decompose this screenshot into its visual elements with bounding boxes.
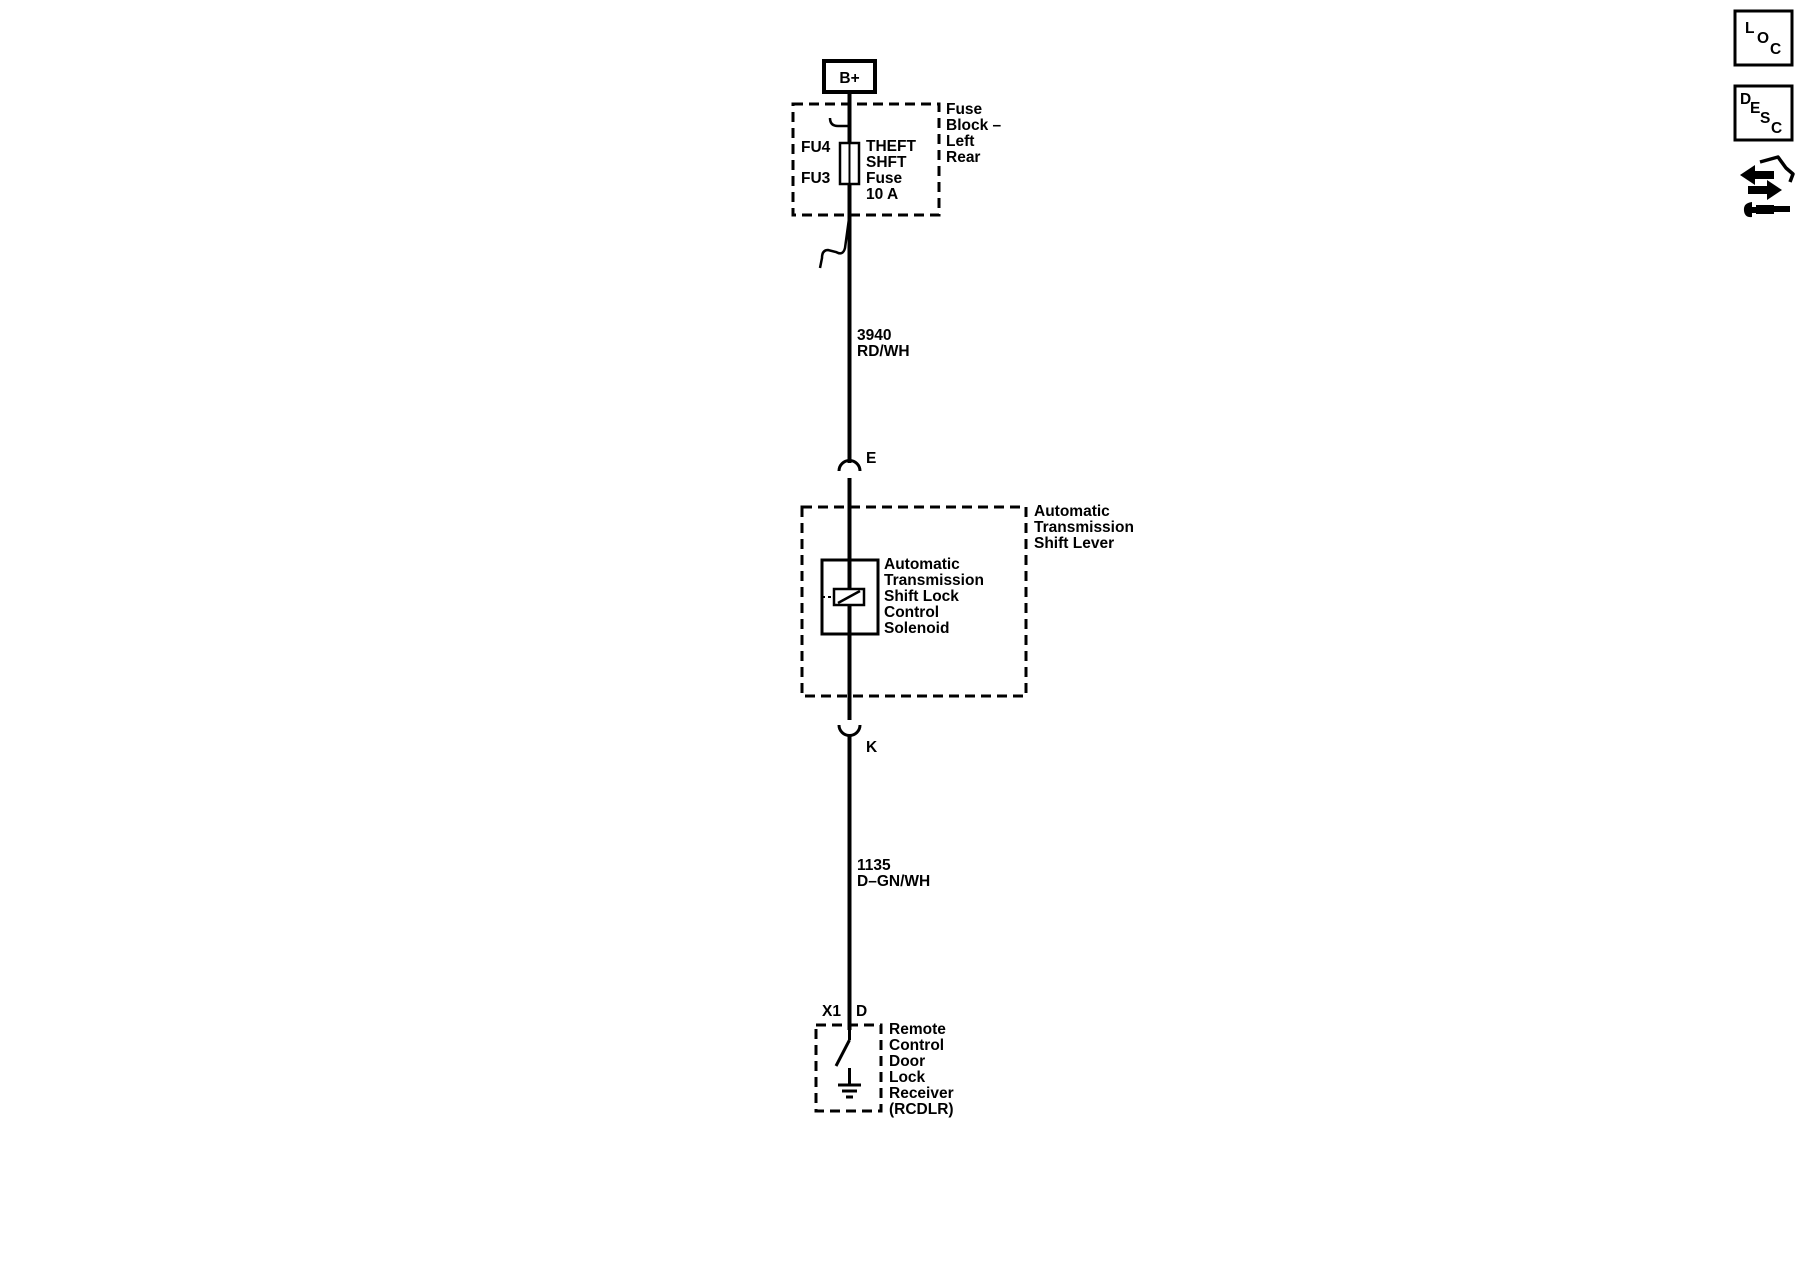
desc-letter-e: E [1750, 100, 1760, 117]
shift-lever-name: Automatic Transmission Shift Lever [1034, 503, 1138, 552]
desc-button[interactable]: D E S C [1733, 84, 1794, 142]
fuse-terminal-in: FU4 [801, 139, 831, 156]
connector-k: K [837, 724, 878, 756]
bus-branch [818, 214, 851, 269]
rcdlr-module: X1 D Remote Control Door Lock Receiver (… [814, 1003, 958, 1118]
connector-e: E [837, 450, 876, 472]
desc-letter-d: D [1740, 91, 1751, 108]
rcdlr-connector: X1 [822, 1003, 841, 1020]
loc-button[interactable]: L O C [1733, 9, 1794, 67]
loc-letter-l: L [1745, 20, 1754, 37]
wire-1-label: 3940 RD/WH [857, 327, 910, 360]
battery-positive-terminal: B+ [822, 59, 877, 94]
desc-letter-c: C [1771, 120, 1782, 137]
fuse-label: THEFT SHFT Fuse 10 A [866, 138, 920, 203]
fuse-terminal-out: FU3 [801, 170, 831, 187]
rcdlr-name: Remote Control Door Lock Receiver (RCDLR… [889, 1021, 958, 1118]
fuse-block: FU4 FU3 THEFT SHFT Fuse 10 A Fuse Block … [791, 101, 1005, 217]
fuse-block-name: Fuse Block – Left Rear [946, 101, 1005, 166]
rcdlr-pin: D [856, 1003, 867, 1020]
shift-lock-solenoid [820, 558, 880, 636]
connector-e-pin: E [866, 450, 876, 467]
ground-icon [838, 1083, 861, 1099]
repair-button[interactable] [1740, 155, 1795, 218]
connector-k-pin: K [866, 739, 878, 756]
arrow-wrench-icon [1740, 155, 1795, 218]
wire-2-label: 1135 D–GN/WH [857, 857, 930, 890]
loc-letter-c: C [1770, 41, 1781, 58]
desc-letter-s: S [1760, 110, 1770, 127]
solenoid-label: Automatic Transmission Shift Lock Contro… [884, 556, 988, 637]
shift-lever-module: Automatic Transmission Shift Lever Autom… [800, 503, 1138, 698]
loc-letter-o: O [1757, 30, 1769, 47]
power-source-label: B+ [839, 70, 859, 87]
